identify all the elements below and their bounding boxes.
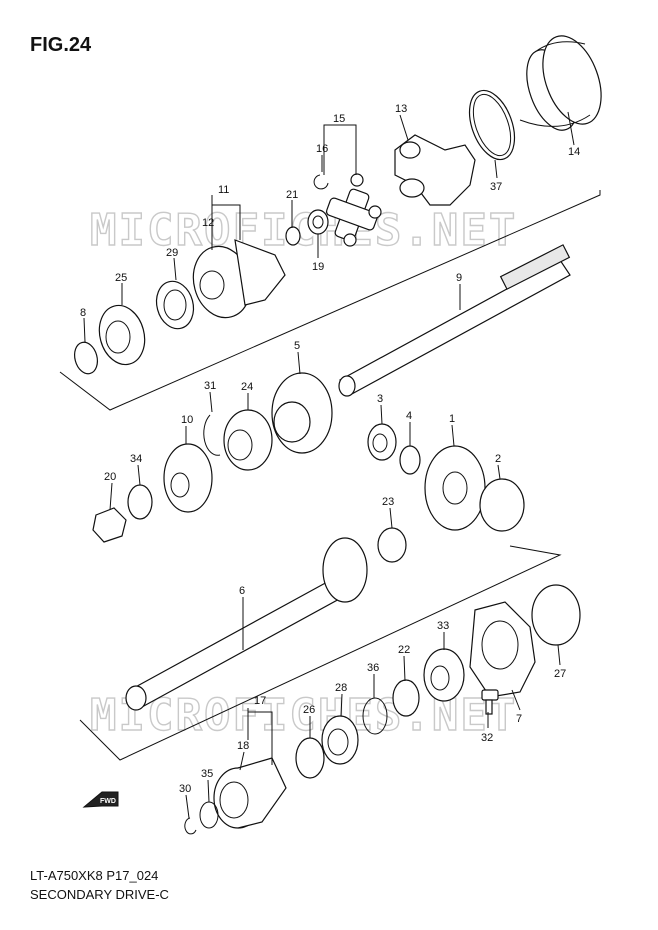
callout-1: 1 [449,413,455,425]
part-30-circlip [184,817,197,835]
part-23-bushing [377,527,407,563]
part-6-shaft [125,537,368,711]
section-name: SECONDARY DRIVE-C [30,887,169,902]
callout-29: 29 [166,247,178,259]
group-frame-upper [59,190,601,411]
part-33-bearing [423,648,465,702]
part-13-yoke [394,134,476,206]
callout-18: 18 [237,740,249,752]
callout-28: 28 [335,682,347,694]
callout-8: 8 [80,307,86,319]
callout-32: 32 [481,732,493,744]
part-25-bearing [98,304,146,366]
callout-36: 36 [367,662,379,674]
watermark-upper: MICROFICHES.NET [90,205,517,256]
part-4-washer [399,445,421,475]
callout-13: 13 [395,103,407,115]
leader-lines [83,111,575,819]
part-5-gear [271,372,333,454]
model-code: LT-A750XK8 P17_024 [30,868,159,883]
callout-30: 30 [179,783,191,795]
part-24-bearing [223,409,273,471]
callout-7: 7 [516,713,522,725]
part-15-universal-joint [325,173,382,247]
part-8-washer [73,341,99,375]
callout-33: 33 [437,620,449,632]
callout-5: 5 [294,340,300,352]
callout-labels: 14 37 13 15 16 21 19 11 12 29 25 8 9 5 2… [80,103,580,795]
callout-22: 22 [398,644,410,656]
callout-26: 26 [303,704,315,716]
callout-35: 35 [201,768,213,780]
callout-9: 9 [456,272,462,284]
part-3-bushing [367,423,397,461]
part-31-circlip [203,414,221,456]
fwd-arrow-icon: FWD [82,791,119,808]
part-27-o-ring [531,584,581,646]
callout-2: 2 [495,453,501,465]
callout-20: 20 [104,471,116,483]
part-2-shim [479,478,525,532]
callout-21: 21 [286,189,298,201]
callout-11: 11 [218,184,229,196]
part-18-cup [213,757,287,829]
callout-37: 37 [490,181,502,193]
part-29-oil-seal [155,280,195,330]
callout-25: 25 [115,272,127,284]
part-35-circlip [199,801,219,829]
fwd-label: FWD [100,798,116,805]
part-32-bolt [481,689,499,715]
callout-10: 10 [181,414,193,426]
part-20-nut [92,507,127,543]
part-10-gear [163,443,213,513]
part-9-shaft [338,244,571,397]
part-36-circlip [362,697,388,735]
group-frame-middle [79,545,562,761]
part-1-gear [424,445,486,531]
callout-4: 4 [406,410,412,422]
part-22-washer [392,679,420,717]
part-12-flange-yoke [192,239,286,319]
callout-27: 27 [554,668,566,680]
callout-19: 19 [312,261,324,273]
part-7-housing [469,601,536,698]
callout-3: 3 [377,393,383,405]
part-28-oil-seal [321,715,359,765]
part-37-clamp [468,89,516,161]
callout-14: 14 [568,146,580,158]
callout-12: 12 [202,217,214,229]
callout-24: 24 [241,381,253,393]
callout-16: 16 [316,143,328,155]
callout-34: 34 [130,453,142,465]
callout-6: 6 [239,585,245,597]
part-34-washer [127,484,153,520]
callout-23: 23 [382,496,394,508]
callout-17: 17 [254,695,266,707]
part-26-washer [295,737,325,779]
part-21-washer [285,226,301,246]
callout-15: 15 [333,113,345,125]
callout-31: 31 [204,380,216,392]
part-16-circlip [313,174,329,190]
part-19-bushing [307,209,329,235]
part-14-boot [519,35,602,131]
figure-title: FIG.24 [30,34,92,56]
